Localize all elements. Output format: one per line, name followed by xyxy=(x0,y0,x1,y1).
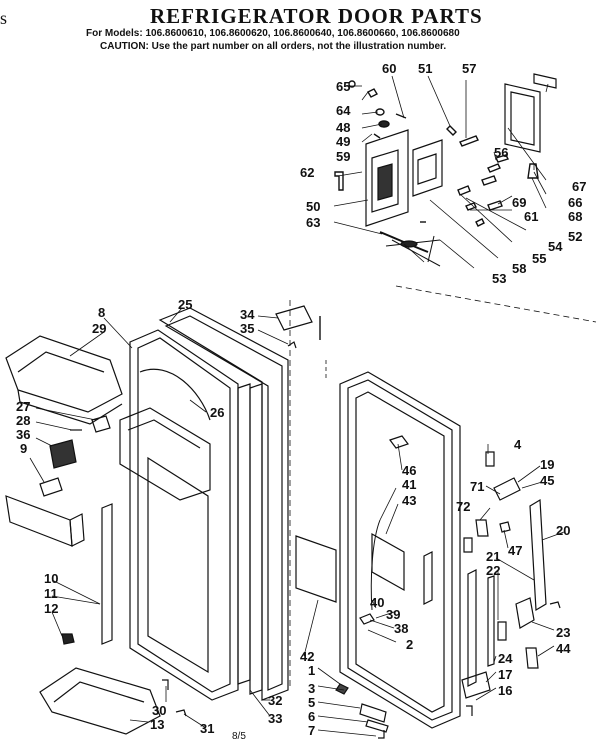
callout-9: 9 xyxy=(20,441,28,456)
callout-41: 41 xyxy=(402,477,417,492)
callout-24: 24 xyxy=(498,651,513,666)
callout-3: 3 xyxy=(308,681,316,696)
callout-39: 39 xyxy=(386,607,401,622)
dispenser-trim-frame-drawing xyxy=(504,73,557,153)
callout-2: 2 xyxy=(406,637,414,652)
callout-48: 48 xyxy=(336,120,351,135)
callout-54: 54 xyxy=(548,239,563,254)
callout-64: 64 xyxy=(336,103,351,118)
callout-23: 23 xyxy=(556,625,571,640)
callout-5: 5 xyxy=(308,695,316,710)
callout-4: 4 xyxy=(514,437,522,452)
callout-7: 7 xyxy=(308,723,316,738)
callout-20: 20 xyxy=(556,523,571,538)
callout-33: 33 xyxy=(268,711,283,726)
callout-36: 36 xyxy=(16,427,31,442)
callout-19: 19 xyxy=(540,457,555,472)
freezer-door-liner-drawing xyxy=(119,307,289,701)
callout-8: 8 xyxy=(98,305,106,320)
callout-47: 47 xyxy=(508,543,523,558)
callout-40: 40 xyxy=(370,595,385,610)
callout-25: 25 xyxy=(178,297,193,312)
callout-66: 66 xyxy=(568,195,583,210)
callout-32: 32 xyxy=(268,693,283,708)
callout-51: 51 xyxy=(418,61,433,76)
callout-42: 42 xyxy=(300,649,315,664)
callout-58: 58 xyxy=(512,261,527,276)
callout-28: 28 xyxy=(16,413,31,428)
callout-50: 50 xyxy=(306,199,321,214)
callout-13: 13 xyxy=(150,717,165,732)
callout-55: 55 xyxy=(532,251,547,266)
callout-67: 67 xyxy=(572,179,587,194)
callout-53: 53 xyxy=(492,271,507,286)
callout-34: 34 xyxy=(240,307,255,322)
page-title: REFRIGERATOR DOOR PARTS xyxy=(150,4,483,28)
leader-lines xyxy=(29,75,597,737)
callout-22: 22 xyxy=(486,563,501,578)
callout-52: 52 xyxy=(568,229,583,244)
callout-56: 56 xyxy=(494,145,509,160)
fresh-food-door-drawing xyxy=(295,371,461,739)
callout-46: 46 xyxy=(402,463,417,478)
callout-17: 17 xyxy=(498,667,513,682)
callout-27: 27 xyxy=(16,399,31,414)
callout-71: 71 xyxy=(470,479,485,494)
page-code: 8/5 xyxy=(232,731,246,742)
callout-68: 68 xyxy=(568,209,583,224)
callout-61: 61 xyxy=(524,209,539,224)
model-list: For Models: 106.8600610, 106.8600620, 10… xyxy=(86,28,460,39)
callout-10: 10 xyxy=(44,571,59,586)
callout-65: 65 xyxy=(336,79,351,94)
callout-59: 59 xyxy=(336,149,351,164)
callout-26: 26 xyxy=(210,405,225,420)
callout-43: 43 xyxy=(402,493,417,508)
callout-6: 6 xyxy=(308,709,316,724)
callout-16: 16 xyxy=(498,683,513,698)
callout-49: 49 xyxy=(336,134,351,149)
callout-44: 44 xyxy=(556,641,571,656)
callout-11: 11 xyxy=(44,586,58,601)
callout-60: 60 xyxy=(382,61,397,76)
hinge-handle-parts-drawing xyxy=(461,451,561,716)
callout-30: 30 xyxy=(152,703,167,718)
callout-12: 12 xyxy=(44,601,59,616)
callout-45: 45 xyxy=(540,473,555,488)
callout-38: 38 xyxy=(394,621,409,636)
dispenser-housing-drawing xyxy=(365,129,443,267)
callout-1: 1 xyxy=(308,663,316,678)
callout-62: 62 xyxy=(300,165,315,180)
callout-29: 29 xyxy=(92,321,107,336)
callout-63: 63 xyxy=(306,215,321,230)
corner-glyph: s xyxy=(0,8,8,28)
callout-31: 31 xyxy=(200,721,215,736)
callout-21: 21 xyxy=(486,549,501,564)
callout-72: 72 xyxy=(456,499,471,514)
caution-note: CAUTION: Use the part number on all orde… xyxy=(100,41,447,52)
callout-69: 69 xyxy=(512,195,527,210)
left-small-parts-drawing xyxy=(5,305,321,717)
door-shelf-bin-drawing xyxy=(5,335,161,735)
callout-35: 35 xyxy=(240,321,255,336)
callout-57: 57 xyxy=(462,61,477,76)
